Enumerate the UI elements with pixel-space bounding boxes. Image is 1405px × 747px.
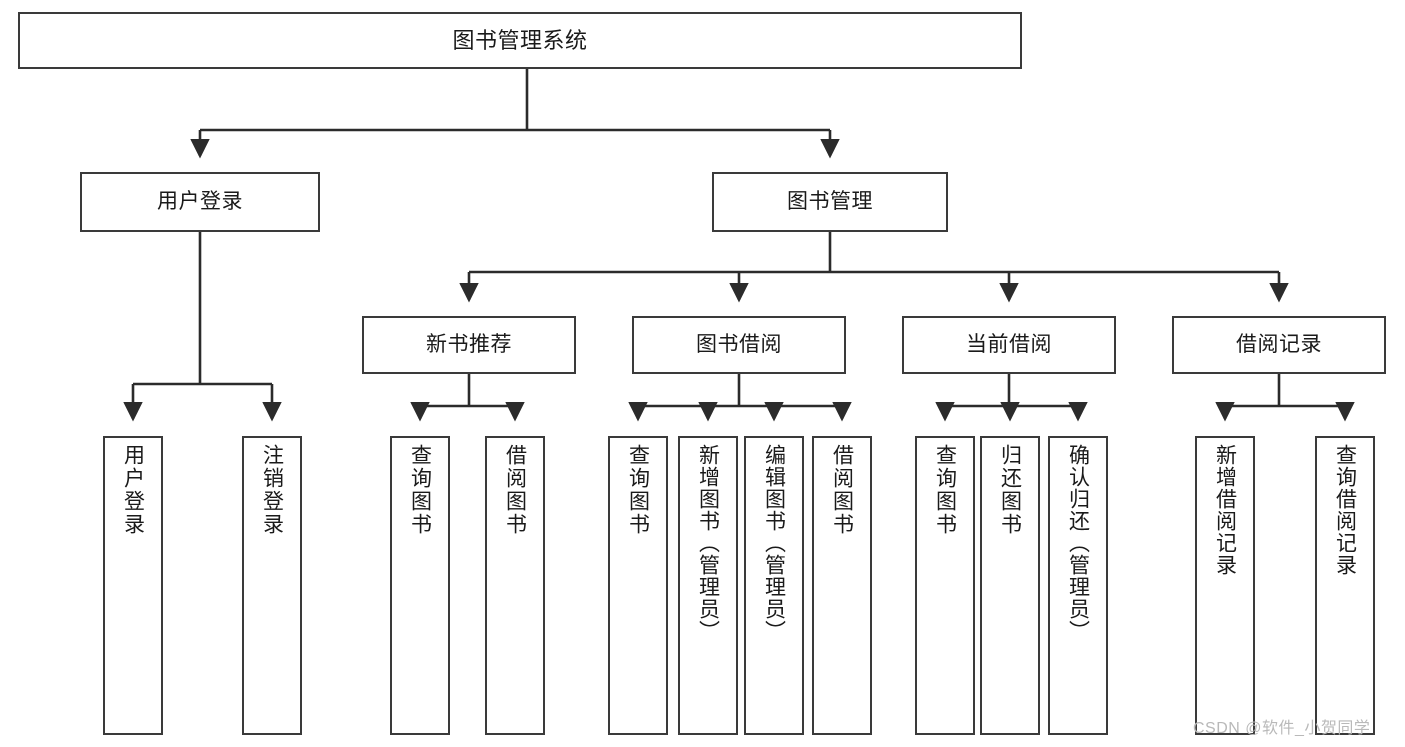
node-user-login-label: 用户登录 <box>157 189 243 213</box>
node-current-borrow[interactable]: 当前借阅 <box>902 316 1116 374</box>
node-leaf-return-book-label: 归还图书 <box>998 444 1022 536</box>
node-current-borrow-label: 当前借阅 <box>966 332 1052 356</box>
node-user-login[interactable]: 用户登录 <box>80 172 320 232</box>
node-root-label: 图书管理系统 <box>452 27 588 53</box>
node-leaf-confirm-return-label: 确认归还（管理员） <box>1066 444 1090 642</box>
node-leaf-add-book-label: 新增图书（管理员） <box>696 444 720 642</box>
node-leaf-query-record[interactable]: 查询借阅记录 <box>1315 436 1375 735</box>
node-leaf-borrow-book-2[interactable]: 借阅图书 <box>812 436 872 735</box>
node-borrow-record-label: 借阅记录 <box>1236 332 1322 356</box>
node-borrow-record[interactable]: 借阅记录 <box>1172 316 1386 374</box>
node-leaf-query-book-3[interactable]: 查询图书 <box>915 436 975 735</box>
node-leaf-query-book-1-label: 查询图书 <box>408 444 432 536</box>
node-leaf-query-book-1[interactable]: 查询图书 <box>390 436 450 735</box>
node-leaf-query-book-3-label: 查询图书 <box>933 444 957 536</box>
node-book-manage[interactable]: 图书管理 <box>712 172 948 232</box>
node-new-book-recommend-label: 新书推荐 <box>426 332 512 356</box>
node-leaf-logout[interactable]: 注销登录 <box>242 436 302 735</box>
node-leaf-add-record[interactable]: 新增借阅记录 <box>1195 436 1255 735</box>
node-leaf-edit-book-label: 编辑图书（管理员） <box>762 444 786 642</box>
node-leaf-confirm-return[interactable]: 确认归还（管理员） <box>1048 436 1108 735</box>
node-root[interactable]: 图书管理系统 <box>18 12 1022 69</box>
node-leaf-borrow-book-2-label: 借阅图书 <box>830 444 854 536</box>
node-leaf-add-book[interactable]: 新增图书（管理员） <box>678 436 738 735</box>
node-leaf-logout-label: 注销登录 <box>260 444 284 536</box>
node-leaf-borrow-book-1-label: 借阅图书 <box>503 444 527 536</box>
node-leaf-query-record-label: 查询借阅记录 <box>1333 444 1357 576</box>
node-leaf-user-login[interactable]: 用户登录 <box>103 436 163 735</box>
node-leaf-edit-book[interactable]: 编辑图书（管理员） <box>744 436 804 735</box>
node-leaf-return-book[interactable]: 归还图书 <box>980 436 1040 735</box>
csdn-watermark-text: CSDN @软件_小贺同学 <box>1193 720 1371 737</box>
node-book-borrow[interactable]: 图书借阅 <box>632 316 846 374</box>
node-book-manage-label: 图书管理 <box>787 189 873 213</box>
node-leaf-user-login-label: 用户登录 <box>121 444 145 536</box>
node-new-book-recommend[interactable]: 新书推荐 <box>362 316 576 374</box>
node-leaf-borrow-book-1[interactable]: 借阅图书 <box>485 436 545 735</box>
node-book-borrow-label: 图书借阅 <box>696 332 782 356</box>
node-leaf-add-record-label: 新增借阅记录 <box>1213 444 1237 576</box>
node-leaf-query-book-2-label: 查询图书 <box>626 444 650 536</box>
csdn-watermark: CSDN @软件_小贺同学 <box>1193 714 1370 738</box>
node-leaf-query-book-2[interactable]: 查询图书 <box>608 436 668 735</box>
